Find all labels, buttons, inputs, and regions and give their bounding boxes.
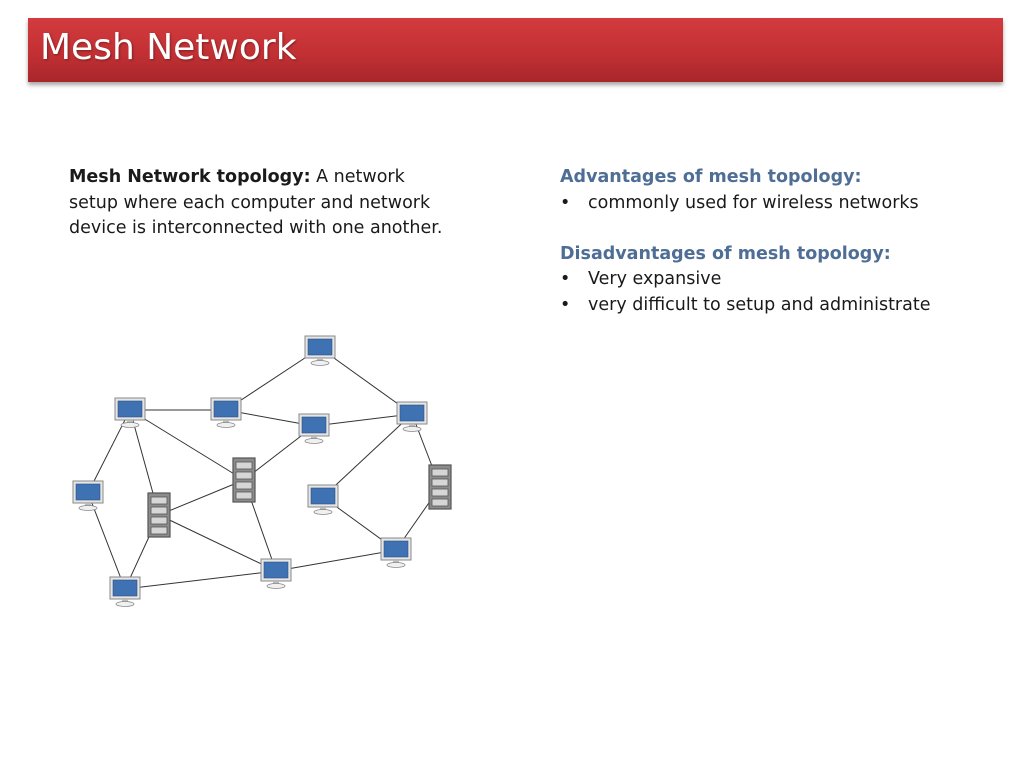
- computer-icon: [298, 413, 330, 444]
- definition-term: Mesh Network topology:: [69, 167, 311, 187]
- server-icon: [232, 457, 256, 503]
- network-link: [275, 549, 397, 572]
- network-link: [225, 347, 321, 411]
- server-icon: [147, 492, 171, 538]
- network-link: [129, 409, 245, 481]
- computer-icon: [260, 558, 292, 589]
- disadvantage-item: •Very expansive: [560, 267, 1000, 293]
- network-link: [124, 570, 277, 590]
- computer-icon: [114, 397, 146, 428]
- disadvantages-list: •Very expansive •very difficult to setup…: [560, 267, 1000, 318]
- computer-icon: [396, 401, 428, 432]
- network-link: [313, 413, 413, 427]
- computer-icon: [380, 537, 412, 568]
- mesh-network-diagram: [72, 335, 452, 607]
- definition-block: Mesh Network topology: A network setup w…: [69, 165, 449, 242]
- definition-text: A network setup where each computer and …: [69, 167, 443, 238]
- advantages-list: •commonly used for wireless networks: [560, 191, 1000, 217]
- advantages-heading: Advantages of mesh topology:: [560, 167, 862, 187]
- disadvantages-heading: Disadvantages of mesh topology:: [560, 243, 891, 264]
- computer-icon: [307, 484, 339, 515]
- computer-icon: [210, 397, 242, 428]
- bullet-icon: •: [560, 192, 571, 213]
- computer-icon: [72, 480, 104, 511]
- slide-title: Mesh Network: [40, 27, 297, 68]
- bullet-icon: •: [560, 269, 571, 289]
- computer-icon: [109, 576, 141, 607]
- disadvantage-item: •very difficult to setup and administrat…: [560, 293, 1000, 319]
- network-link: [322, 413, 413, 498]
- advantage-item: •commonly used for wireless networks: [560, 191, 1000, 217]
- network-link: [158, 479, 245, 516]
- pros-cons-block: Advantages of mesh topology: •commonly u…: [560, 165, 1000, 318]
- server-icon: [428, 464, 452, 510]
- title-bar: Mesh Network: [28, 18, 1003, 82]
- computer-icon: [304, 335, 336, 366]
- bullet-icon: •: [560, 294, 571, 315]
- network-link: [158, 514, 277, 572]
